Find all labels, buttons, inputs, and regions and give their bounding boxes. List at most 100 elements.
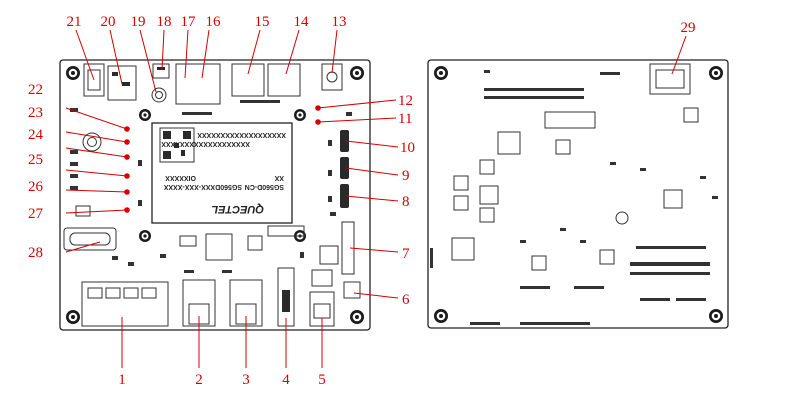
- micro-sd-slot: [107, 65, 137, 101]
- callout-number-21: 21: [67, 14, 82, 30]
- module-serial-line-2: XXXXXXXXXXXXXXXXXXX: [161, 140, 250, 147]
- callout-number-5: 5: [318, 372, 326, 388]
- mounting-hole: [709, 309, 723, 323]
- smd-component: [247, 235, 263, 251]
- callout-number-17: 17: [181, 14, 197, 30]
- mounting-hole: [350, 66, 364, 80]
- reset-button: [321, 63, 343, 91]
- smd-component: [75, 205, 91, 217]
- back-ic: [479, 207, 495, 223]
- callout-leader-20: [109, 29, 123, 85]
- mounting-hole: [350, 310, 364, 324]
- terminal-block: [81, 281, 169, 327]
- callout-leader-29: [671, 35, 687, 75]
- callout-leader-21: [75, 29, 95, 81]
- u-fl-connector: [340, 157, 349, 179]
- callout-numbers: 1 2 3 4 5 6 7 8 9 10 11 12 13 14 15 16 1…: [28, 14, 696, 388]
- smd-component: [319, 245, 339, 265]
- mounting-hole: [709, 66, 723, 80]
- board-front-view: XXXXXXXXXXXXXXXXXXX XXXXXXXXXXXXXXXXXXX …: [59, 59, 371, 331]
- callout-number-7: 7: [402, 246, 410, 262]
- module-rev: XX: [274, 174, 284, 181]
- smd-component: [311, 269, 333, 287]
- callout-number-4: 4: [282, 372, 290, 388]
- module-part-no: SG560DXXX-XXX-XXXX: [163, 183, 242, 190]
- sim-card-inner: [87, 69, 101, 91]
- back-ic: [497, 131, 521, 155]
- module-hole: [139, 109, 151, 121]
- module-model: SG560D-CN: [245, 183, 284, 190]
- back-sim-card-slot: [649, 63, 691, 95]
- callout-leader-9: [345, 167, 399, 176]
- mounting-hole: [66, 66, 80, 80]
- u-fl-connector: [340, 130, 349, 152]
- logo-silk: [267, 225, 305, 237]
- back-ic: [453, 175, 469, 191]
- module-hole: [139, 230, 151, 242]
- board-back-view: [427, 59, 729, 329]
- power-key: [151, 87, 167, 103]
- callout-number-18: 18: [157, 14, 172, 30]
- module-body: [151, 122, 293, 224]
- callout-number-28: 28: [28, 245, 43, 261]
- callout-leader-11: [317, 117, 397, 123]
- back-ic: [555, 139, 571, 155]
- mounting-hole: [434, 309, 448, 323]
- callout-number-10: 10: [400, 140, 415, 156]
- callout-number-16: 16: [206, 14, 222, 30]
- module-serial-line-1: XXXXXXXXXXXXXXXXXXX: [197, 131, 286, 138]
- back-ic: [453, 195, 469, 211]
- smd-component: [179, 235, 197, 247]
- callout-number-22: 22: [28, 82, 43, 98]
- pin-header: [175, 63, 221, 105]
- dc-power-jack: [343, 281, 361, 299]
- callout-number-20: 20: [101, 14, 116, 30]
- back-ic: [479, 185, 499, 205]
- callout-leader-23: [65, 131, 128, 143]
- qr-code: [159, 127, 195, 163]
- back-ic: [599, 249, 615, 265]
- callout-leader-13: [331, 29, 338, 74]
- callout-number-2: 2: [195, 372, 203, 388]
- callout-number-9: 9: [402, 168, 410, 184]
- mounting-hole: [434, 66, 448, 80]
- rf-antenna-connector: [267, 63, 301, 97]
- callout-number-3: 3: [242, 372, 250, 388]
- quectel-module: XXXXXXXXXXXXXXXXXXX XXXXXXXXXXXXXXXXXXX …: [151, 122, 293, 224]
- usb-port-tongue: [282, 290, 290, 312]
- board-back-outline: [427, 59, 729, 329]
- back-sim-card-inner: [655, 69, 685, 89]
- switch-lever: [157, 67, 165, 70]
- callout-leader-27: [65, 209, 128, 214]
- back-ic: [663, 189, 683, 209]
- gnss-connector-center: [87, 137, 97, 147]
- callout-number-29: 29: [681, 20, 696, 36]
- usb-typec-debug-port: [63, 227, 117, 251]
- callout-leader-12: [317, 99, 397, 109]
- back-smd-passives: [430, 70, 718, 325]
- callout-number-8: 8: [402, 194, 410, 210]
- callout-number-14: 14: [294, 14, 310, 30]
- callout-number-12: 12: [398, 93, 413, 109]
- ic-chip: [205, 233, 233, 261]
- callout-leader-22: [65, 107, 128, 130]
- callout-number-27: 27: [28, 206, 44, 222]
- callout-leader-10: [345, 140, 399, 148]
- back-component-row: [544, 111, 596, 129]
- sd-pad: [122, 82, 130, 86]
- callout-number-19: 19: [131, 14, 146, 30]
- callout-leader-7: [349, 247, 399, 253]
- power-key-cap: [155, 91, 163, 99]
- callout-leader-17: [184, 29, 189, 79]
- quectel-logo: QUECTEL: [211, 203, 264, 215]
- back-hole: [615, 211, 629, 225]
- callout-leader-14: [285, 29, 300, 75]
- sim-card-slot: [83, 63, 105, 97]
- callout-leader-6: [353, 292, 399, 299]
- callout-leaders: [65, 29, 687, 368]
- back-ic: [531, 255, 547, 271]
- module-hole: [294, 109, 306, 121]
- callout-number-1: 1: [118, 372, 126, 388]
- boot-switch: [152, 63, 170, 79]
